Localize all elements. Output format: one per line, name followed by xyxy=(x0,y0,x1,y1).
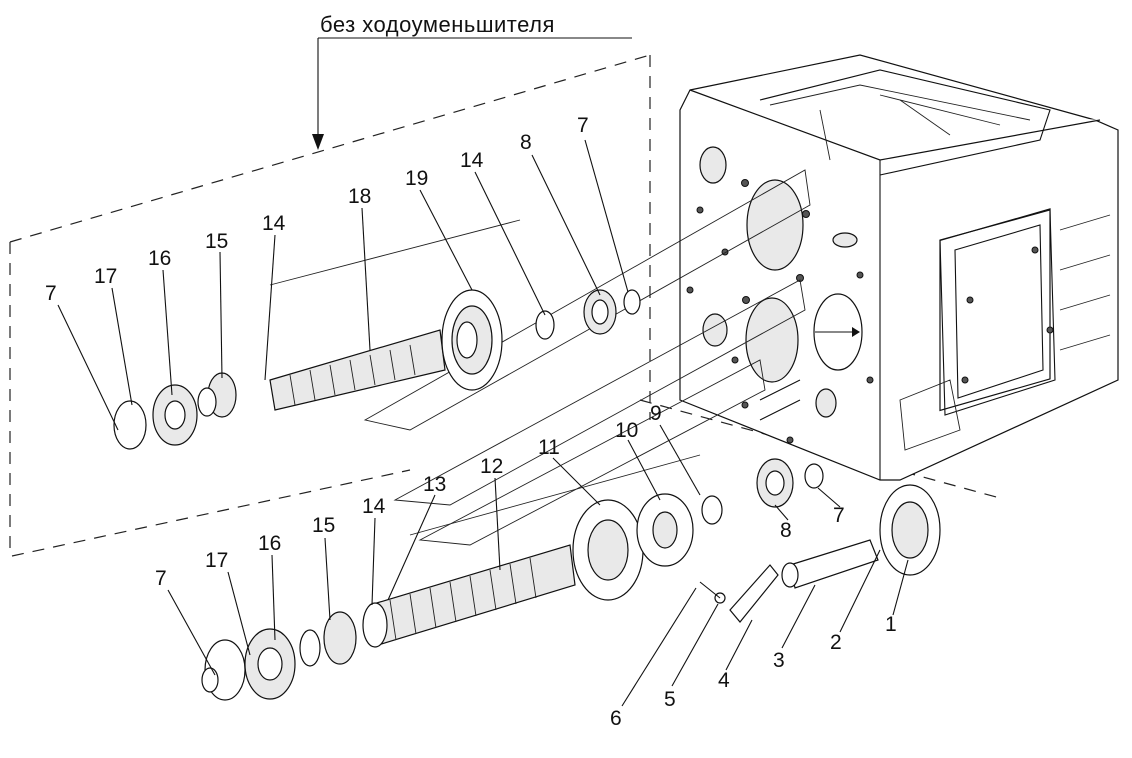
caption-arrow xyxy=(312,37,632,150)
label-13: 13 xyxy=(423,473,447,496)
label-18: 18 xyxy=(348,185,372,208)
guide-ribbons xyxy=(269,169,811,546)
label-16-lower: 16 xyxy=(258,532,282,555)
label-10: 10 xyxy=(615,419,639,442)
gearbox-housing xyxy=(679,54,1119,481)
label-8-right: 8 xyxy=(780,519,792,542)
label-3: 3 xyxy=(773,649,785,672)
label-7-upper-right: 7 xyxy=(577,114,589,137)
label-14-upper-left: 14 xyxy=(262,212,286,235)
lower-shaft-assembly xyxy=(201,493,723,701)
dashed-enclosure xyxy=(9,54,1001,557)
label-14-lower: 14 xyxy=(362,495,386,518)
right-side-parts xyxy=(699,458,941,623)
label-5: 5 xyxy=(664,688,676,711)
label-4: 4 xyxy=(718,669,730,692)
upper-shaft-assembly xyxy=(113,289,641,450)
label-7-right: 7 xyxy=(833,504,845,527)
label-9: 9 xyxy=(650,402,662,425)
label-17-lower: 17 xyxy=(205,549,229,572)
caption-text: без ходоуменьшителя xyxy=(320,12,555,37)
label-7-lower: 7 xyxy=(155,567,167,590)
label-6: 6 xyxy=(610,707,622,730)
label-16-upper: 16 xyxy=(148,247,172,270)
label-1: 1 xyxy=(885,613,897,636)
label-19: 19 xyxy=(405,167,429,190)
label-2: 2 xyxy=(830,631,842,654)
label-15-upper: 15 xyxy=(205,230,229,253)
label-14-upper-right: 14 xyxy=(460,149,484,172)
label-17-upper: 17 xyxy=(94,265,118,288)
label-12: 12 xyxy=(480,455,504,478)
label-11: 11 xyxy=(538,436,560,459)
label-15-lower: 15 xyxy=(312,514,336,537)
leader-lines xyxy=(57,139,909,707)
label-8-upper: 8 xyxy=(520,131,532,154)
label-7-upper: 7 xyxy=(45,282,57,305)
